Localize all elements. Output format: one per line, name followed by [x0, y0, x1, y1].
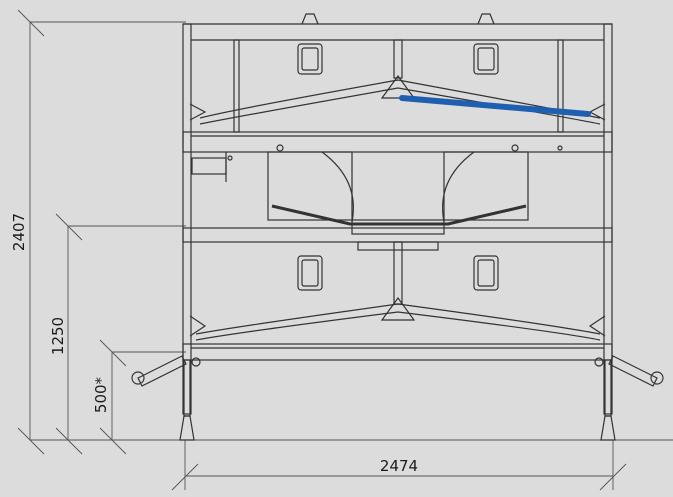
middle-section [227, 144, 563, 251]
middle-beam-lower [182, 227, 613, 243]
hopper-curve-left [321, 151, 354, 223]
right-upright [603, 23, 613, 415]
right-foot [600, 415, 616, 441]
right-brace [608, 355, 664, 387]
hopper-curve-right [442, 151, 475, 223]
dim-tick-tier2-bottom [55, 427, 83, 455]
left-upright [182, 23, 192, 415]
top-hook-right [477, 13, 495, 25]
cage-frame [179, 13, 616, 441]
label-tier2-height: 1250 [49, 317, 67, 355]
middle-beam-upper [182, 131, 613, 153]
hopper-housing-right [443, 151, 529, 221]
top-hook-left [301, 13, 319, 25]
right-leg [604, 359, 612, 417]
center-tray [351, 219, 445, 235]
dim-tick-tier2-top [55, 213, 83, 241]
dim-tick-tier1-top [99, 339, 127, 367]
lower-tier-floor [195, 303, 601, 341]
left-foot [179, 415, 195, 441]
nameplate-lower-right [473, 255, 499, 291]
label-total-width: 2474 [380, 457, 418, 475]
nameplate-upper-left [297, 43, 323, 75]
lower-tier [189, 255, 606, 341]
dim-tick-top [17, 9, 45, 37]
highlight-feed-pipe [399, 95, 591, 117]
label-total-height: 2407 [10, 213, 28, 251]
nameplate-lower-left [297, 255, 323, 291]
nameplate-upper-right [473, 43, 499, 75]
hopper-housing-left [267, 151, 353, 221]
dim-tick-tier1-bottom [99, 427, 127, 455]
folding-braces [131, 355, 664, 387]
left-leg [183, 359, 191, 417]
label-tier1-height: 500* [92, 376, 110, 413]
upper-tier-floor [199, 79, 601, 125]
bottom-beam [182, 343, 613, 361]
left-brace [131, 355, 187, 387]
dim-tick-bottom [17, 427, 45, 455]
dimension-lines [17, 9, 673, 491]
upper-tier [189, 43, 606, 125]
